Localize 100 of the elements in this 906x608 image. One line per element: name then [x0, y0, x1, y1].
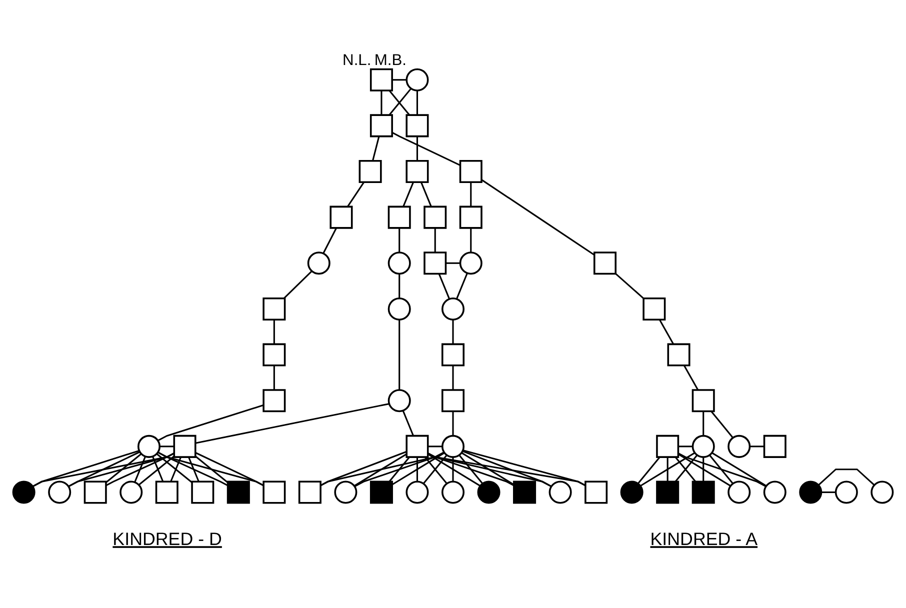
node-circle	[548, 480, 572, 504]
connector	[640, 452, 695, 486]
connector	[347, 181, 364, 206]
connector	[708, 454, 734, 484]
connector	[68, 452, 174, 487]
connector	[702, 456, 704, 481]
connector	[354, 451, 444, 487]
connector	[461, 452, 514, 485]
node-circle	[334, 480, 358, 504]
node-label: M.B.	[374, 51, 406, 68]
connector	[402, 182, 414, 206]
connector	[398, 273, 400, 298]
connector	[750, 445, 764, 447]
connector	[138, 455, 174, 485]
connector	[712, 452, 766, 486]
node-box	[330, 205, 353, 228]
connector	[710, 410, 734, 438]
connector	[458, 454, 483, 484]
node-filled-box	[656, 480, 680, 504]
node-circle	[728, 480, 751, 504]
node-box	[84, 480, 107, 504]
node-box	[763, 434, 786, 458]
node-circle	[763, 480, 786, 504]
connector	[416, 456, 418, 481]
connector	[195, 452, 264, 486]
connector	[398, 228, 400, 252]
node-box	[692, 388, 715, 412]
node-circle	[388, 388, 411, 412]
node-circle	[137, 434, 161, 458]
node-box	[370, 114, 393, 137]
connector	[402, 410, 414, 436]
node-circle	[441, 296, 465, 320]
connector	[452, 319, 454, 344]
node-box	[191, 480, 214, 504]
connector	[388, 456, 410, 482]
node-circle	[48, 480, 72, 504]
node-filled-box	[370, 480, 393, 504]
connector	[380, 90, 382, 114]
connector	[434, 228, 436, 252]
node-circle	[870, 480, 894, 504]
node-circle	[692, 434, 715, 458]
node-box	[406, 434, 429, 458]
connector	[158, 404, 264, 441]
connector	[637, 456, 660, 484]
node-box	[406, 114, 429, 137]
label: KINDRED - A	[650, 528, 758, 549]
node-box	[406, 159, 429, 183]
node-label: N.L.	[342, 51, 372, 68]
node-box	[424, 251, 447, 274]
connector	[273, 319, 275, 344]
node-box	[262, 296, 286, 320]
node-box	[459, 205, 482, 228]
connector	[273, 365, 275, 390]
connector	[428, 445, 442, 447]
connector	[416, 90, 418, 114]
connector	[658, 318, 674, 344]
connector	[106, 452, 174, 486]
connector	[452, 365, 454, 390]
connector	[392, 78, 406, 80]
connector	[481, 178, 595, 256]
connector	[678, 452, 766, 487]
connector	[684, 364, 699, 390]
connector	[160, 445, 174, 447]
connector	[392, 452, 445, 485]
connector	[446, 262, 460, 264]
node-filled-circle	[477, 480, 500, 504]
node-box	[441, 388, 465, 412]
connector	[188, 456, 200, 482]
label: KINDRED - D	[112, 528, 222, 549]
node-circle	[388, 251, 411, 274]
connector	[152, 456, 164, 482]
node-circle	[406, 68, 429, 91]
node-circle	[307, 251, 330, 274]
connector	[195, 402, 390, 444]
node-box	[358, 159, 382, 183]
node-box	[424, 205, 447, 228]
node-box	[593, 251, 617, 274]
node-box	[667, 342, 690, 366]
connector	[821, 490, 836, 493]
connector	[470, 182, 472, 206]
node-circle	[728, 434, 751, 458]
node-box	[656, 434, 680, 458]
node-filled-circle	[620, 480, 644, 504]
connector	[354, 453, 407, 486]
connector	[456, 272, 468, 299]
node-filled-circle	[12, 480, 36, 504]
connector	[322, 227, 337, 254]
connector	[195, 455, 228, 482]
node-box	[370, 68, 393, 91]
connector	[134, 456, 146, 482]
connector	[284, 270, 312, 298]
connector	[372, 136, 380, 160]
node-box	[441, 342, 465, 366]
connector	[32, 452, 174, 487]
connector	[463, 449, 586, 486]
connector	[615, 272, 644, 298]
connector	[452, 410, 454, 436]
node-filled-circle	[799, 480, 822, 504]
node-box	[642, 296, 666, 320]
node-circle	[834, 480, 858, 504]
